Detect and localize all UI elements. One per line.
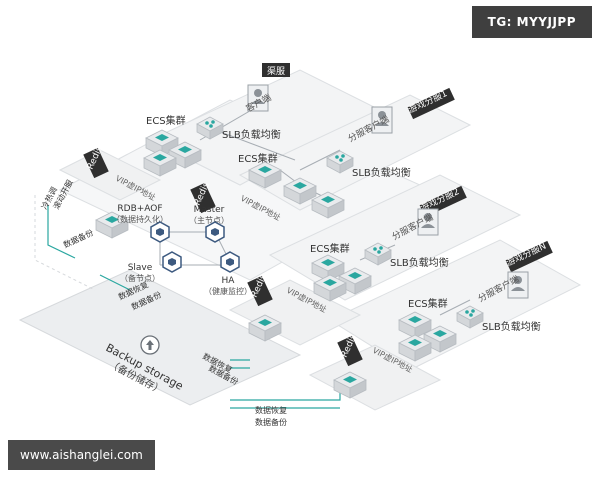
hexagon-node-icon — [162, 251, 182, 273]
ha-sub-label: （健康监控） — [204, 286, 252, 296]
hexagon-node-icon — [150, 221, 170, 243]
backup-label-bottom: 数据备份 — [255, 417, 287, 427]
region-tag — [407, 87, 455, 120]
site-watermark: www.aishanglei.com — [8, 440, 155, 470]
slave-sub-label: （备节点） — [120, 273, 160, 283]
ecs-label-top: ECS集群 — [146, 114, 186, 127]
data-flow-arrows — [47, 205, 341, 409]
slb-label-1: SLB负载均衡 — [352, 166, 411, 179]
background-panels — [18, 69, 582, 411]
redis-tag — [337, 335, 363, 367]
region-title-client: 渠服 — [267, 65, 285, 77]
slb-label-n: SLB负载均衡 — [482, 320, 541, 333]
master-label: Master — [194, 205, 225, 215]
backup-label-left: 数据备份 — [62, 227, 95, 250]
slave-label: Slave — [128, 263, 153, 273]
redis-tag — [247, 275, 273, 307]
ecs-label-2: ECS集群 — [310, 242, 350, 255]
region-tag — [505, 240, 553, 273]
hexagon-node-icon — [220, 251, 240, 273]
ecs-label-1: ECS集群 — [238, 152, 278, 165]
redis-tag — [83, 147, 109, 179]
redis-tag — [190, 182, 216, 214]
slb-label-top: SLB负载均衡 — [222, 128, 281, 141]
ecs-label-n: ECS集群 — [408, 297, 448, 310]
rdb-label: RDB+AOF — [117, 204, 162, 214]
telegram-watermark: TG: MYYJJPP — [471, 6, 592, 38]
master-sub-label: （主节点） — [189, 215, 229, 225]
restore-label-bottom: 数据恢复 — [255, 405, 287, 415]
rdb-sub-label: （数据持久化） — [112, 214, 168, 224]
slb-label-2: SLB负载均衡 — [390, 256, 449, 269]
client-region-top: 渠服 客户端 SLB负载均衡 ECS集群 — [143, 63, 290, 177]
region-tag — [262, 63, 290, 77]
ha-label: HA — [222, 276, 236, 286]
hexagon-node-icon — [205, 221, 225, 243]
